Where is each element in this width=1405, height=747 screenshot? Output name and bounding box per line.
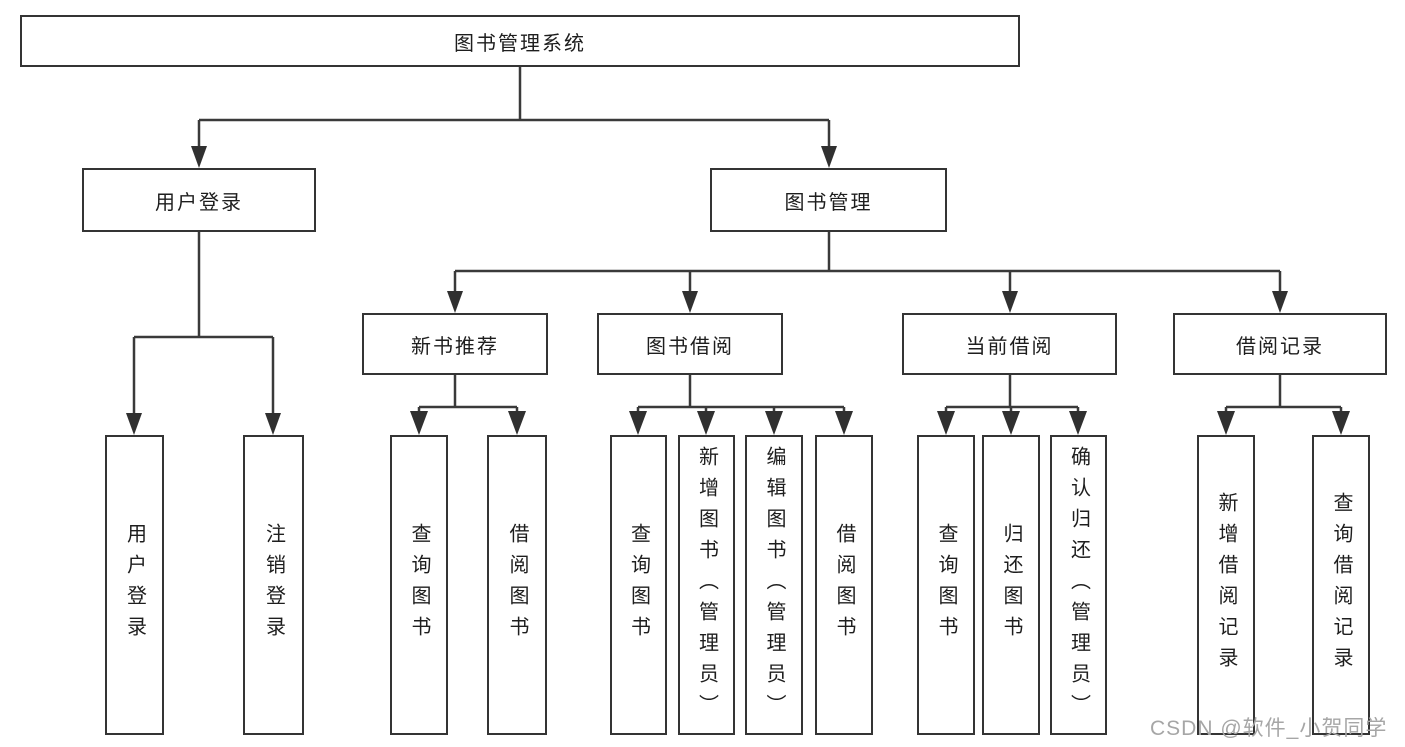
arrowhead bbox=[629, 411, 647, 435]
leaf-borrow-books: 借阅图书 bbox=[815, 435, 873, 735]
leaf-label: 用户登录 bbox=[123, 523, 146, 647]
arrowhead bbox=[682, 291, 698, 313]
node-label: 图书管理 bbox=[784, 191, 873, 214]
node-current-borrow: 当前借阅 bbox=[902, 313, 1117, 375]
leaf-label: 借阅图书 bbox=[506, 523, 528, 647]
node-borrow-records: 借阅记录 bbox=[1173, 313, 1387, 375]
leaf-query-books-recommend: 查询图书 bbox=[390, 435, 448, 735]
leaf-label: 注销登录 bbox=[262, 523, 285, 647]
leaf-label: 查询图书 bbox=[935, 523, 957, 647]
leaf-add-book-admin: 新增图书（管理员） bbox=[678, 435, 735, 735]
node-user-login: 用户登录 bbox=[82, 168, 316, 232]
node-new-book-recommend: 新书推荐 bbox=[362, 313, 548, 375]
arrowhead bbox=[126, 413, 142, 435]
connector-root-to-branches bbox=[191, 67, 837, 168]
node-book-borrow: 图书借阅 bbox=[597, 313, 783, 375]
leaf-edit-book-admin: 编辑图书（管理员） bbox=[745, 435, 803, 735]
arrowhead bbox=[765, 411, 783, 435]
node-label: 图书借阅 bbox=[646, 335, 734, 358]
node-label: 用户登录 bbox=[155, 191, 243, 214]
arrowhead bbox=[937, 411, 955, 435]
node-root: 图书管理系统 bbox=[20, 15, 1020, 67]
node-label: 当前借阅 bbox=[965, 335, 1054, 358]
leaf-logout: 注销登录 bbox=[243, 435, 304, 735]
leaf-borrow-books-recommend: 借阅图书 bbox=[487, 435, 547, 735]
leaf-label: 借阅图书 bbox=[833, 523, 855, 647]
node-label: 图书管理系统 bbox=[454, 32, 586, 55]
leaf-label: 新增图书（管理员） bbox=[695, 445, 718, 725]
arrowhead bbox=[508, 411, 526, 435]
arrowhead bbox=[191, 146, 207, 168]
leaf-query-books-current: 查询图书 bbox=[917, 435, 975, 735]
arrowhead bbox=[265, 413, 281, 435]
leaf-label: 新增借阅记录 bbox=[1215, 492, 1237, 678]
leaf-label: 归还图书 bbox=[1000, 523, 1022, 647]
leaf-query-borrow-record: 查询借阅记录 bbox=[1312, 435, 1370, 735]
connector-book-borrow-children bbox=[629, 375, 853, 435]
arrowhead bbox=[1002, 291, 1018, 313]
leaf-query-books-borrow: 查询图书 bbox=[610, 435, 667, 735]
node-book-management: 图书管理 bbox=[710, 168, 947, 232]
arrowhead bbox=[1217, 411, 1235, 435]
arrowhead bbox=[1002, 411, 1020, 435]
leaf-user-login: 用户登录 bbox=[105, 435, 164, 735]
connector-new-book-recommend-children bbox=[410, 375, 526, 435]
leaf-confirm-return-admin: 确认归还（管理员） bbox=[1050, 435, 1107, 735]
leaf-label: 确认归还（管理员） bbox=[1067, 445, 1090, 725]
leaf-label: 查询图书 bbox=[408, 523, 430, 647]
connector-current-borrow-children bbox=[937, 375, 1087, 435]
leaf-label: 查询借阅记录 bbox=[1330, 492, 1352, 678]
connector-book-management-children bbox=[447, 232, 1288, 313]
watermark: CSDN @软件_小贺同学 bbox=[1150, 717, 1388, 740]
arrowhead bbox=[447, 291, 463, 313]
leaf-add-borrow-record: 新增借阅记录 bbox=[1197, 435, 1255, 735]
leaf-label: 查询图书 bbox=[627, 523, 650, 647]
connector-borrow-records-children bbox=[1217, 375, 1350, 435]
leaf-label: 编辑图书（管理员） bbox=[763, 445, 785, 725]
leaf-return-books: 归还图书 bbox=[982, 435, 1040, 735]
arrowhead bbox=[835, 411, 853, 435]
node-label: 借阅记录 bbox=[1236, 335, 1324, 358]
arrowhead bbox=[410, 411, 428, 435]
connector-user-login-children bbox=[126, 232, 281, 435]
arrowhead bbox=[821, 146, 837, 168]
arrowhead bbox=[1332, 411, 1350, 435]
arrowhead bbox=[1272, 291, 1288, 313]
arrowhead bbox=[697, 411, 715, 435]
arrowhead bbox=[1069, 411, 1087, 435]
node-label: 新书推荐 bbox=[411, 335, 499, 358]
